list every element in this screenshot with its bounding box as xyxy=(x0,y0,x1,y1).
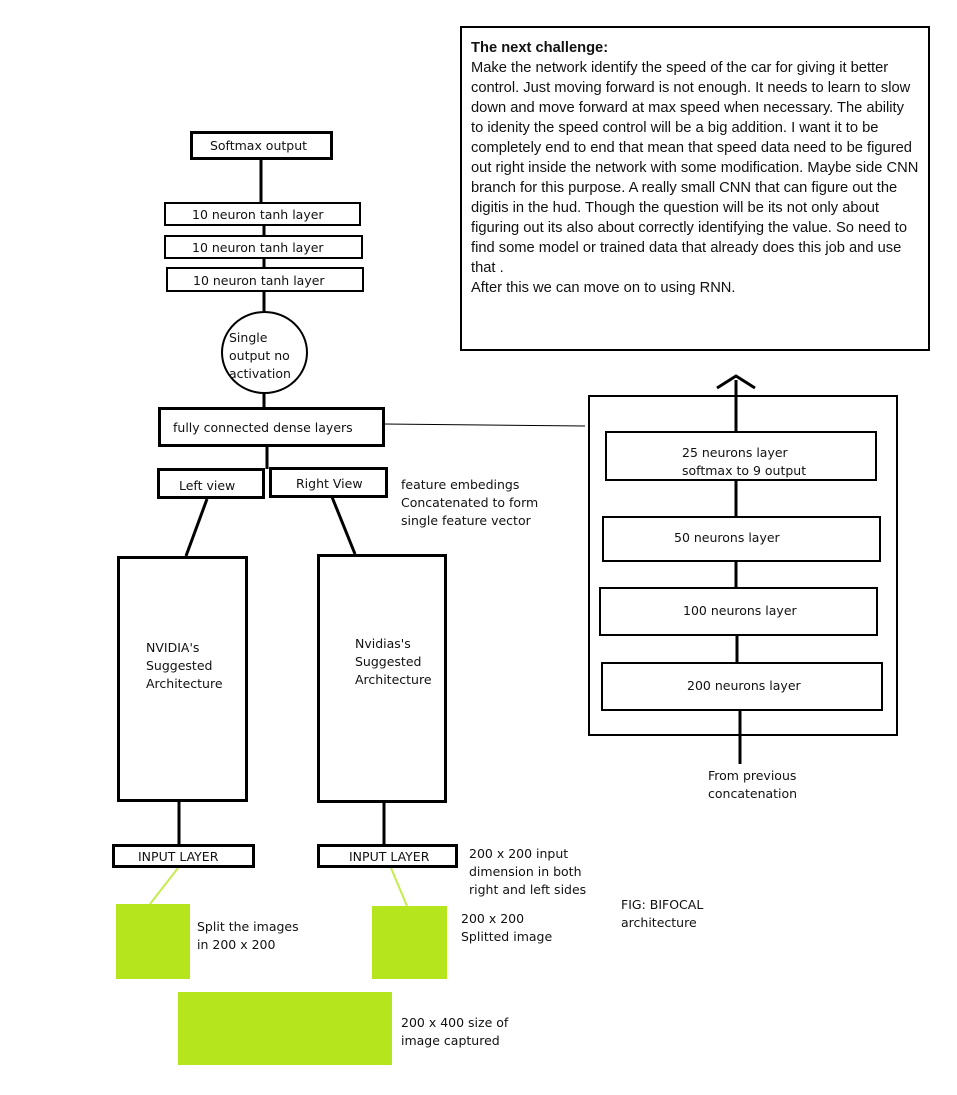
softmax-output-box: Softmax output xyxy=(190,131,333,160)
next-challenge-box: The next challenge: Make the network ide… xyxy=(460,26,930,351)
branch-layer-100: 100 neurons layer xyxy=(599,587,878,636)
nvidia-architecture-left: NVIDIA's Suggested Architecture xyxy=(117,556,248,802)
feature-note: feature embedings Concatenated to form s… xyxy=(401,476,538,530)
softmax-output-label: Softmax output xyxy=(209,138,308,153)
nvidia-left-line: NVIDIA's xyxy=(146,640,200,655)
split-image-right xyxy=(372,906,447,979)
edge-dense-branch xyxy=(383,423,586,427)
from-previous-line: concatenation xyxy=(708,786,798,801)
split-image-left xyxy=(116,904,190,979)
speed-branch-container xyxy=(588,395,898,736)
nvidia-right-line: Nvidias's xyxy=(355,636,411,651)
tanh-layer-box: 10 neuron tanh layer xyxy=(164,235,363,259)
splitted-note-line: Splitted image xyxy=(461,929,553,944)
input-note-line: dimension in both xyxy=(469,864,582,879)
captured-note: 200 x 400 size of image captured xyxy=(401,1014,508,1050)
edge-input-left-image xyxy=(149,867,179,905)
right-view-box: Right View xyxy=(269,467,388,498)
branch-layer-25-label: 25 neurons layer xyxy=(682,445,788,460)
right-view-label: Right View xyxy=(296,476,363,491)
single-output-node xyxy=(221,311,308,394)
figure-caption: FIG: BIFOCAL architecture xyxy=(621,896,703,932)
input-layer-left-label: INPUT LAYER xyxy=(138,849,219,864)
branch-layer-100-label: 100 neurons layer xyxy=(683,603,797,618)
branch-layer-50: 50 neurons layer xyxy=(602,516,881,562)
branch-softmax-label: softmax to 9 output xyxy=(682,463,807,478)
input-note-line: right and left sides xyxy=(469,882,587,897)
branch-layer-25: 25 neurons layer softmax to 9 output xyxy=(605,431,877,481)
captured-image xyxy=(178,992,392,1065)
from-previous-line: From previous xyxy=(708,768,797,783)
dense-layers-label: fully connected dense layers xyxy=(173,420,353,435)
from-previous-note: From previous concatenation xyxy=(708,767,797,803)
input-note: 200 x 200 input dimension in both right … xyxy=(469,845,586,899)
input-layer-right: INPUT LAYER xyxy=(317,844,458,868)
captured-note-line: 200 x 400 size of xyxy=(401,1015,509,1030)
split-note-line: in 200 x 200 xyxy=(197,937,276,952)
tanh-layer-label: 10 neuron tanh layer xyxy=(193,273,325,288)
tanh-layer-box: 10 neuron tanh layer xyxy=(164,202,361,226)
challenge-body: Make the network identify the speed of t… xyxy=(471,60,919,276)
nvidia-left-line: Suggested xyxy=(146,658,213,673)
branch-layer-200: 200 neurons layer xyxy=(601,662,883,711)
input-note-line: 200 x 200 input xyxy=(469,846,569,861)
edge-leftview-nvidia xyxy=(184,498,209,557)
captured-note-line: image captured xyxy=(401,1033,500,1048)
splitted-note-line: 200 x 200 xyxy=(461,911,525,926)
nvidia-right-line: Architecture xyxy=(355,672,432,687)
input-layer-right-label: INPUT LAYER xyxy=(349,849,430,864)
single-output-label: Single output no activation xyxy=(229,330,291,381)
left-view-box: Left view xyxy=(157,468,265,499)
figure-caption-line: architecture xyxy=(621,915,697,930)
tanh-layer-box: 10 neuron tanh layer xyxy=(166,267,364,292)
nvidia-architecture-right: Nvidias's Suggested Architecture xyxy=(317,554,447,803)
challenge-after: After this we can move on to using RNN. xyxy=(471,280,736,296)
branch-layer-50-label: 50 neurons layer xyxy=(674,530,780,545)
input-layer-left: INPUT LAYER xyxy=(112,844,255,868)
edge-input-right-image xyxy=(390,867,408,907)
dense-layers-box: fully connected dense layers xyxy=(158,407,385,447)
challenge-title: The next challenge: xyxy=(471,40,609,56)
nvidia-left-line: Architecture xyxy=(146,676,223,691)
figure-caption-line: FIG: BIFOCAL xyxy=(621,897,704,912)
feature-note-line: single feature vector xyxy=(401,513,531,528)
feature-note-line: Concatenated to form xyxy=(401,495,539,510)
arrow-head xyxy=(716,374,756,390)
tanh-layer-label: 10 neuron tanh layer xyxy=(192,207,324,222)
feature-note-line: feature embedings xyxy=(401,477,520,492)
splitted-note: 200 x 200 Splitted image xyxy=(461,910,552,946)
left-view-label: Left view xyxy=(179,478,236,493)
branch-layer-200-label: 200 neurons layer xyxy=(687,678,801,693)
nvidia-right-line: Suggested xyxy=(355,654,422,669)
edge-rightview-nvidia xyxy=(330,496,357,555)
split-note-line: Split the images xyxy=(197,919,299,934)
split-note: Split the images in 200 x 200 xyxy=(197,918,299,954)
tanh-layer-label: 10 neuron tanh layer xyxy=(192,240,324,255)
